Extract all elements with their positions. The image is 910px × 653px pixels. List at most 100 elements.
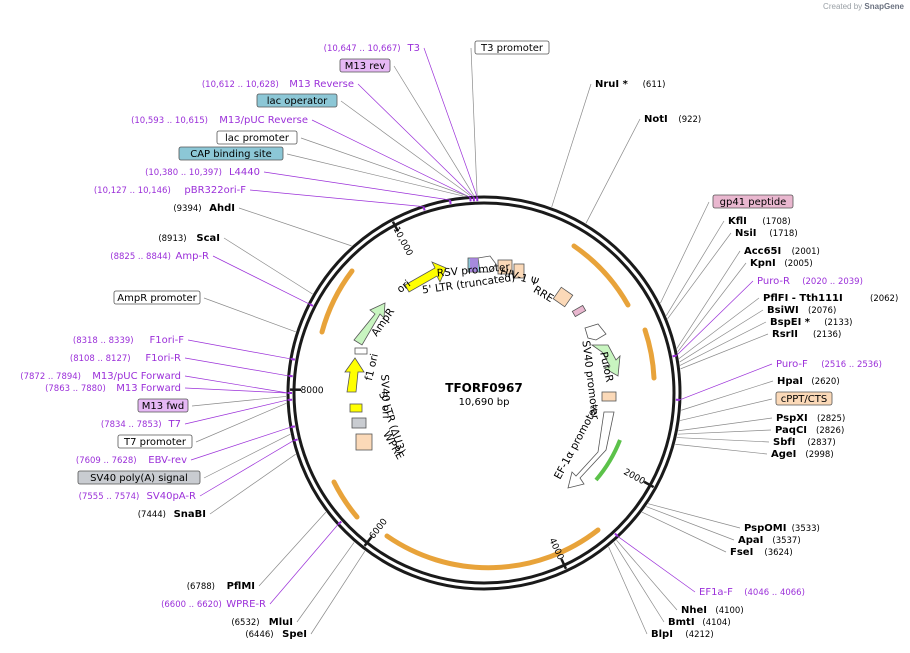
ampr-arrow bbox=[353, 302, 386, 346]
enzyme-position: (1708) bbox=[762, 217, 790, 227]
cppt-cts-label: cPPT/CTS bbox=[775, 391, 833, 406]
sv40-poly-a-signal-label: SV40 poly(A) signal bbox=[77, 470, 201, 485]
primer-name: F1ori-R bbox=[145, 353, 181, 364]
feature-label-box bbox=[117, 434, 193, 449]
gp41-peptide-label: gp41 peptide bbox=[712, 194, 794, 209]
snabi-label: SnaBI(7444) bbox=[138, 509, 206, 520]
enzyme-name: RsrII bbox=[772, 329, 798, 340]
ring-tick-label: 10,000 bbox=[391, 225, 415, 258]
inner-feature-label: EF-1α promoter bbox=[552, 403, 601, 482]
leader-line bbox=[199, 440, 295, 497]
agei-label: AgeI(2998) bbox=[771, 449, 834, 460]
leader-line bbox=[393, 65, 474, 196]
feature-block-psi bbox=[513, 263, 525, 279]
enzyme-position: (3533) bbox=[792, 524, 820, 534]
leader-line bbox=[269, 523, 339, 605]
enzyme-position: (4100) bbox=[715, 606, 743, 616]
puro-r-label: Puro-R (2020 .. 2039) bbox=[757, 276, 863, 287]
enzyme-position: (6446) bbox=[245, 630, 273, 640]
ampr-promoter-label: AmpR promoter bbox=[113, 290, 201, 305]
leader-line bbox=[238, 207, 352, 247]
noti-label: NotI(922) bbox=[644, 114, 701, 125]
sv40-promoter-arrow bbox=[584, 323, 607, 341]
primer-name: M13 Reverse bbox=[289, 79, 354, 90]
enzyme-name: ApaI bbox=[738, 535, 763, 546]
leader-line bbox=[195, 403, 287, 443]
rsrii-label: RsrII(2136) bbox=[772, 329, 841, 340]
leader-line bbox=[258, 511, 327, 587]
enzyme-name: FseI bbox=[730, 547, 753, 558]
nsii-label: NsiI(1718) bbox=[735, 228, 798, 239]
primer-site-mark bbox=[293, 438, 298, 442]
nrui-label: NruI *(611) bbox=[595, 79, 665, 90]
primer-position: (7872 .. 7894) bbox=[20, 372, 81, 382]
pflmi-label: PflMI(6788) bbox=[187, 581, 255, 592]
feature-label-box bbox=[216, 130, 298, 145]
enzyme-position: (2620) bbox=[811, 377, 839, 387]
pspomi-label: PspOMI(3533) bbox=[744, 523, 820, 534]
enzyme-name: NotI bbox=[644, 114, 668, 125]
leader-line bbox=[679, 321, 767, 366]
primer-position: (8108 .. 8127) bbox=[70, 354, 131, 364]
enzyme-name: KpnI bbox=[750, 258, 776, 269]
enzyme-name: BsiWI bbox=[767, 305, 799, 316]
feature-label-text: lac promoter bbox=[225, 133, 290, 144]
enzyme-position: (8913) bbox=[158, 234, 186, 244]
primer-name: F1ori-F bbox=[150, 335, 185, 346]
leader-line bbox=[676, 280, 754, 356]
ring-tick-mark bbox=[363, 536, 373, 547]
primer-site-mark bbox=[290, 425, 296, 429]
primer-stripes-top bbox=[470, 258, 478, 272]
pbr322ori-f-label: pBR322ori-F(10,127 .. 10,146) bbox=[94, 185, 246, 196]
primer-site-mark bbox=[422, 206, 426, 211]
enzyme-name: KflI bbox=[728, 216, 747, 227]
feature-label-box bbox=[137, 398, 189, 413]
bspei-label: BspEI *(2133) bbox=[770, 317, 852, 328]
leader-line bbox=[608, 546, 648, 635]
enzyme-name: SpeI bbox=[282, 629, 307, 640]
leader-line bbox=[184, 387, 289, 394]
primer-position: (2020 .. 2039) bbox=[802, 277, 863, 287]
scai-label: ScaI(8913) bbox=[158, 233, 220, 244]
leader-line bbox=[679, 398, 773, 421]
enzyme-name: PflFI - Tth111I bbox=[763, 293, 843, 304]
f1ori-r-label: F1ori-R (8108 .. 8127) bbox=[70, 353, 181, 364]
leader-line bbox=[203, 433, 291, 479]
feature-label-box bbox=[256, 93, 338, 108]
primer-name: M13 Forward bbox=[116, 383, 181, 394]
pspxi-label: PspXI(2825) bbox=[776, 413, 845, 424]
m13-reverse-label: M13 Reverse(10,612 .. 10,628) bbox=[202, 79, 354, 90]
leader-line bbox=[310, 550, 366, 635]
feature-block-t7 bbox=[349, 403, 363, 413]
mlui-label: MluI(6532) bbox=[231, 617, 293, 628]
orf-arrow-right-mid bbox=[642, 327, 657, 381]
primer-position: (10,380 .. 10,397) bbox=[145, 168, 222, 178]
primer-name: T3 bbox=[407, 43, 420, 54]
primer-position: (7609 .. 7628) bbox=[76, 456, 137, 466]
enzyme-position: (9394) bbox=[173, 204, 201, 214]
primer-name: Puro-R bbox=[757, 276, 790, 287]
leader-line bbox=[648, 503, 741, 529]
enzyme-name: PaqCI bbox=[775, 425, 807, 436]
primer-position: (10,593 .. 10,615) bbox=[131, 116, 208, 126]
leader-line bbox=[646, 506, 735, 541]
spei-label: SpeI (6446) bbox=[245, 629, 307, 640]
feature-block-sv40pa bbox=[351, 417, 367, 429]
orf-arrow-bottom bbox=[384, 527, 601, 571]
leader-line bbox=[679, 363, 773, 401]
nhei-label: NheI(4100) bbox=[681, 605, 744, 616]
leader-line bbox=[286, 153, 464, 197]
enzyme-name: PspXI bbox=[776, 413, 808, 424]
leader-line bbox=[184, 357, 289, 377]
enzyme-position: (2005) bbox=[784, 259, 812, 269]
leader-line bbox=[184, 375, 289, 394]
primer-site-mark bbox=[614, 532, 619, 538]
leader-line bbox=[357, 83, 474, 198]
primer-site-mark bbox=[290, 357, 296, 361]
bmti-label: BmtI(4104) bbox=[668, 617, 731, 628]
enzyme-name: BlpI bbox=[651, 629, 673, 640]
l4440-label: L4440(10,380 .. 10,397) bbox=[145, 167, 260, 178]
ef1a-f-label: EF1a-F(4046 .. 4066) bbox=[699, 587, 805, 598]
inner-feature-label: ori bbox=[395, 278, 413, 296]
feature-label-text: cPPT/CTS bbox=[781, 394, 827, 405]
